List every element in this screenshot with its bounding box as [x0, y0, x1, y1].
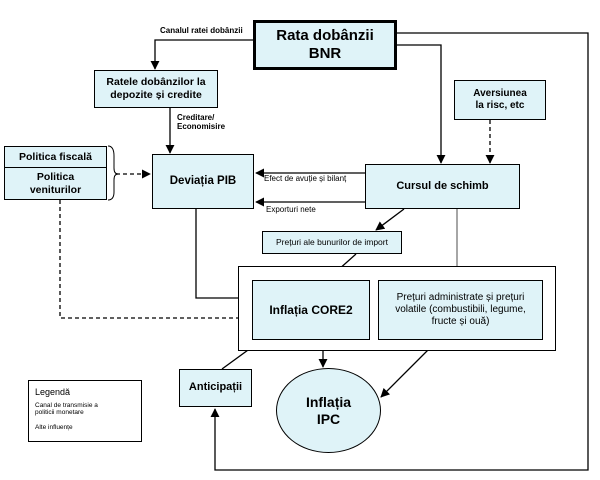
node-anticipatii: Anticipații [179, 369, 252, 407]
edge-deviatia-core2 [195, 209, 252, 303]
node-bnr-line2: BNR [308, 45, 342, 62]
node-politica-veniturilor: Politica veniturilor [5, 168, 106, 199]
node-administrate-line1: Prețuri administrate și prețuri [396, 292, 525, 303]
label-exporturi-nete: Exporturi nete [266, 205, 316, 214]
node-ipc-line2: IPC [316, 410, 341, 427]
legend-channel-line1: Canal de transmisie a [35, 402, 98, 409]
node-inflatia-core2: Inflația CORE2 [252, 280, 370, 340]
edge-politica-core2 [59, 200, 252, 323]
edge-bnr-cursul [397, 44, 446, 164]
node-administrate-line2: volatile (combustibili, legume, [395, 304, 526, 315]
node-preturi-administrate: Prețuri administrate și prețuri volatile… [378, 280, 543, 340]
node-ratele-dobanzilor: Ratele dobânzilor la depozite și credite [94, 70, 218, 108]
label-creditare-line2: Economisire [177, 121, 226, 131]
edge-bnr-anticipatii [210, 32, 589, 471]
legend-channel-label: Canal de transmisie a politicii monetare [35, 402, 98, 417]
legend-box: Legendă Canal de transmisie a politicii … [28, 380, 142, 442]
node-administrate-line3: fructe și ouă) [431, 316, 490, 327]
edge-bnr-ratele [150, 39, 253, 70]
node-deviatia-pib: Deviația PIB [152, 154, 254, 209]
node-bnr-line1: Rata dobânzii [276, 27, 374, 44]
legend-channel-line2: politicii monetare [35, 409, 84, 417]
node-politica-veniturilor-line1: Politica [36, 170, 75, 183]
node-cursul-de-schimb: Cursul de schimb [365, 164, 520, 209]
node-aversiunea-line2: la risc, etc [475, 100, 525, 111]
label-efect-avutie: Efect de avuție și bilanț [264, 174, 347, 183]
node-inflatia-ipc: Inflația IPC [276, 368, 381, 453]
label-creditare: Creditare/ Economisire [177, 113, 226, 132]
edge-cursul-import [375, 208, 405, 231]
node-ipc-line1: Inflația [305, 393, 352, 410]
politica-brace [107, 145, 119, 201]
node-politica-group: Politica fiscală Politica veniturilor [4, 146, 107, 200]
legend-title: Legendă [35, 387, 71, 397]
node-preturi-import: Prețuri ale bunurilor de import [262, 231, 402, 254]
node-ratele-line2: depozite și credite [110, 89, 202, 101]
label-creditare-line1: Creditare/ [177, 113, 215, 122]
node-aversiunea-risc: Aversiunea la risc, etc [454, 80, 546, 120]
node-rata-dobanzii-bnr: Rata dobânzii BNR [253, 20, 397, 70]
node-politica-fiscala: Politica fiscală [5, 147, 106, 168]
node-aversiunea-line1: Aversiunea [473, 88, 527, 99]
label-canalul-ratei: Canalul ratei dobânzii [160, 26, 243, 35]
node-ratele-line1: Ratele dobânzilor la [106, 76, 206, 89]
node-politica-veniturilor-line2: veniturilor [29, 183, 82, 196]
legend-other-label: Alte influențe [35, 424, 73, 431]
